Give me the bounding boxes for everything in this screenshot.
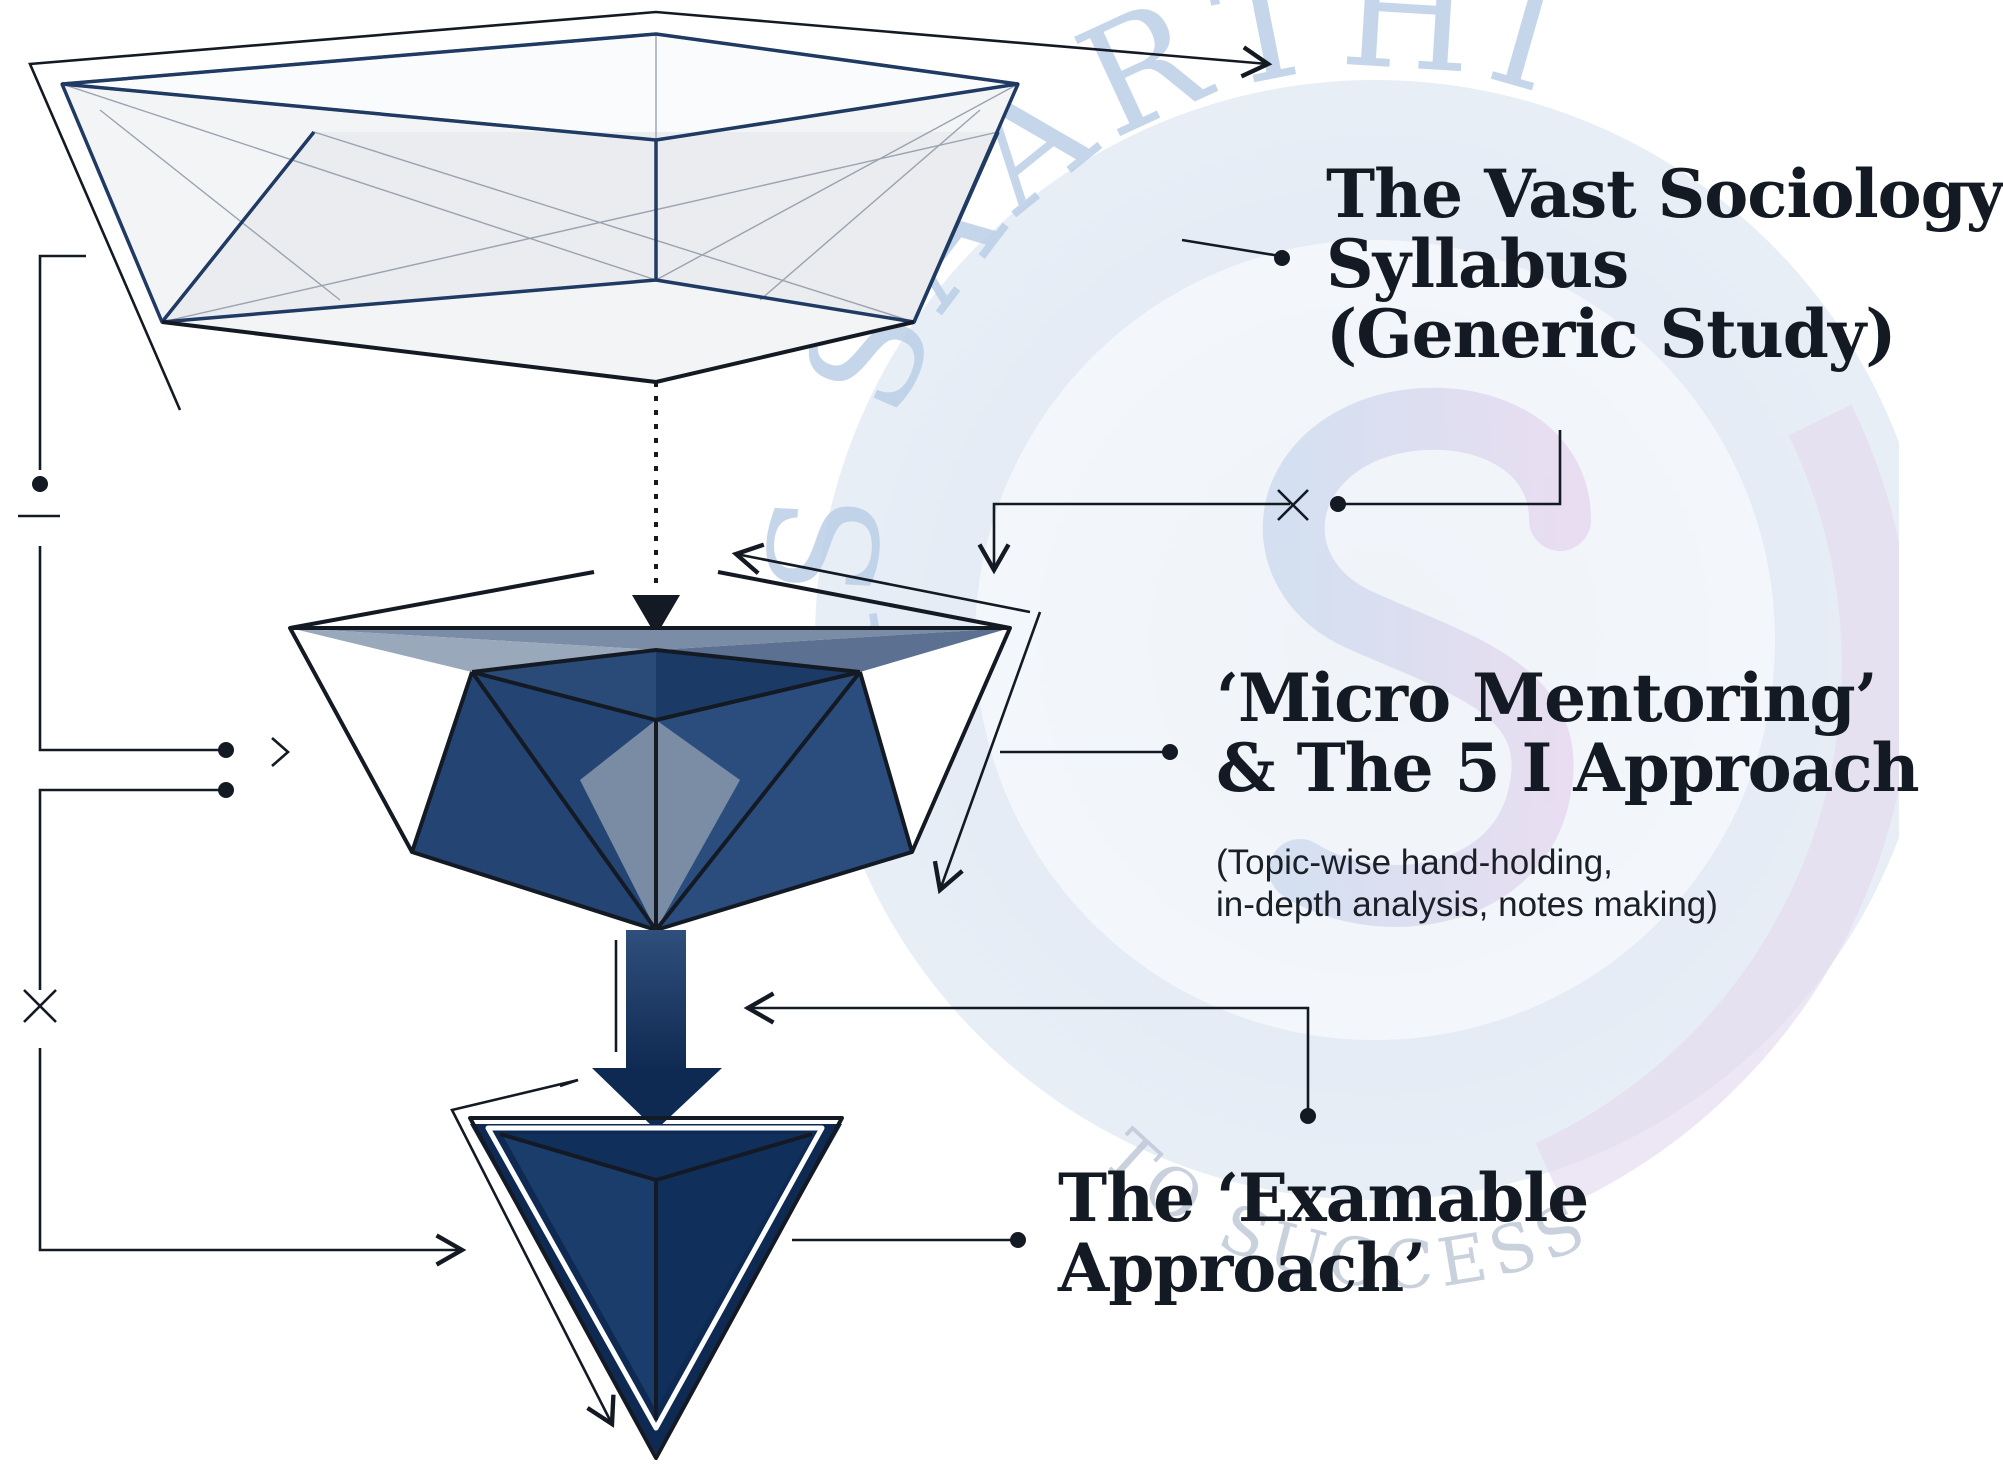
stage-vast-title-line-3: (Generic Study) xyxy=(1326,294,1896,373)
dot-connector-icon xyxy=(1274,250,1290,266)
stage-micro-title-line-1: ‘Micro Mentoring’ xyxy=(1216,659,1878,737)
arrow-head-icon xyxy=(632,595,680,636)
diagram-canvas: AS SAARTHI TO SUCCESS xyxy=(18,0,1899,1460)
stage-micro-subtitle-line-1: (Topic-wise hand-holding, xyxy=(1216,843,1613,882)
stage-examable-title-line-1: The ‘Examable xyxy=(1058,1159,1589,1237)
top-outline-arrows xyxy=(28,10,1273,411)
stage-vast-title-line-2: Syllabus xyxy=(1326,224,1629,303)
middle-outline-arrows xyxy=(731,542,1042,895)
bottom-outline-arrow xyxy=(450,1078,616,1428)
dot-connector-icon xyxy=(218,782,234,798)
watermark-ring-accent xyxy=(1535,404,1899,1207)
stage-vast-title-line-1: The Vast Sociology xyxy=(1326,155,2003,233)
stage-examable-title: The ‘Examable Approach’ xyxy=(1058,1159,1589,1307)
chevron-right-icon xyxy=(271,737,290,767)
stage-micro-subtitle: (Topic-wise hand-holding, in-depth analy… xyxy=(1216,842,1718,926)
funnel-diagram: AS SAARTHI TO SUCCESS xyxy=(18,0,2003,1460)
bottom-arrow-shape xyxy=(468,930,844,1460)
left-feedback-rail xyxy=(18,254,467,1267)
dot-connector-icon xyxy=(1300,1108,1316,1124)
dot-connector-icon xyxy=(1330,496,1346,512)
stage-micro-title-line-2: & The 5 I Approach xyxy=(1216,728,1920,807)
right-connectors xyxy=(743,238,1562,1242)
stage-examable-title-line-2: Approach’ xyxy=(1058,1228,1426,1307)
stage-vast-title: The Vast Sociology Syllabus (Generic Stu… xyxy=(1326,155,2003,373)
watermark-s-logo-icon xyxy=(1262,387,1591,927)
dot-connector-icon xyxy=(32,476,48,492)
dotted-flow-arrow xyxy=(632,382,680,636)
stage-micro-subtitle-line-2: in-depth analysis, notes making) xyxy=(1216,885,1718,924)
stage-micro-title: ‘Micro Mentoring’ & The 5 I Approach xyxy=(1216,659,1920,807)
dot-connector-icon xyxy=(1010,1232,1026,1248)
dot-connector-icon xyxy=(218,742,234,758)
dot-connector-icon xyxy=(1162,744,1178,760)
top-funnel-shape xyxy=(60,32,1020,384)
middle-funnel-shape xyxy=(288,570,1012,932)
